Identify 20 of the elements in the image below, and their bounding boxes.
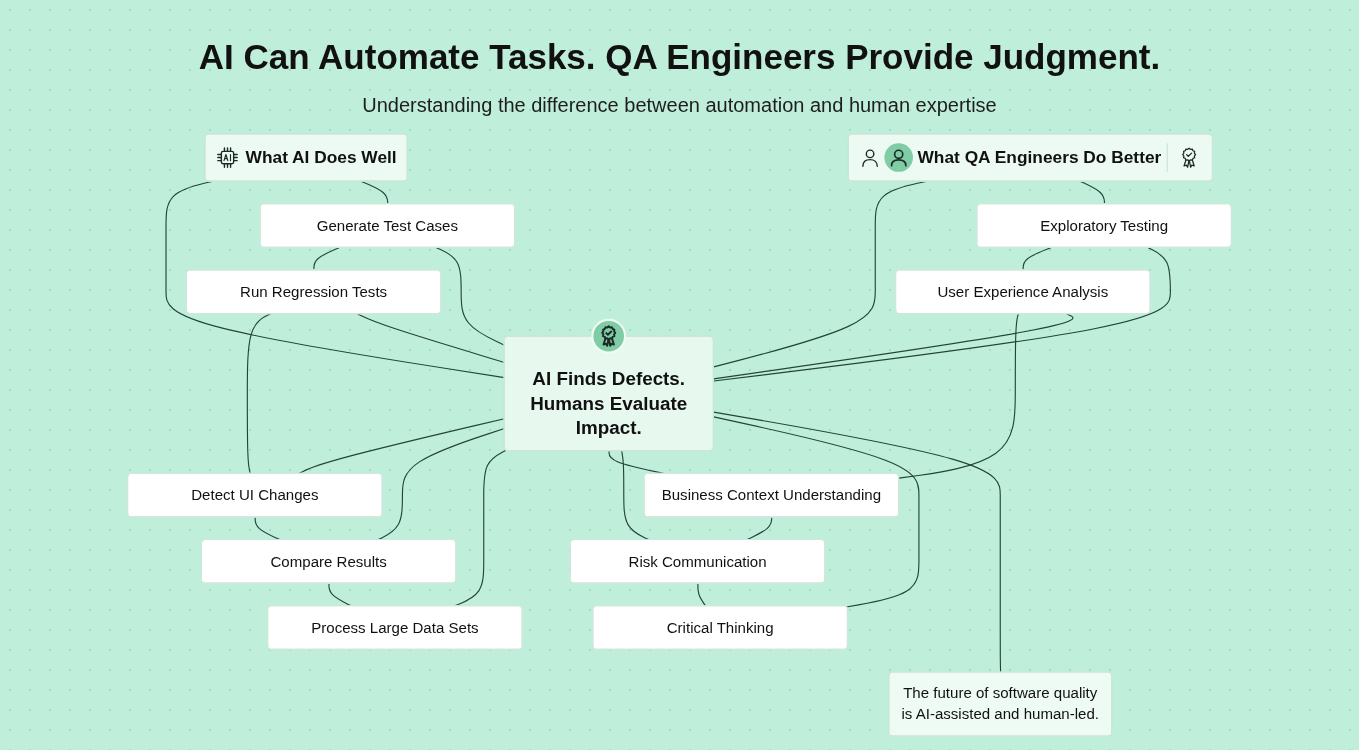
- connector: [165, 180, 505, 379]
- connector: [298, 418, 505, 475]
- connector: [621, 450, 650, 541]
- connector: [246, 313, 271, 475]
- connector: [697, 582, 707, 607]
- connector: [1022, 247, 1052, 271]
- connector: [713, 247, 1171, 382]
- connector: [313, 247, 340, 271]
- connector: [357, 313, 505, 363]
- connector: [377, 427, 505, 541]
- connector: [254, 516, 281, 541]
- connector: [713, 411, 1002, 673]
- connector: [435, 247, 505, 346]
- connector: [713, 416, 920, 608]
- connector: [898, 313, 1019, 479]
- title: AI Can Automate Tasks. QA Engineers Provide Judgment.: [198, 36, 1161, 78]
- subtitle: Understanding the difference between automation and human expertise: [362, 93, 997, 118]
- connector: [713, 313, 1074, 380]
- connector: [1080, 180, 1106, 205]
- connector: [746, 516, 773, 541]
